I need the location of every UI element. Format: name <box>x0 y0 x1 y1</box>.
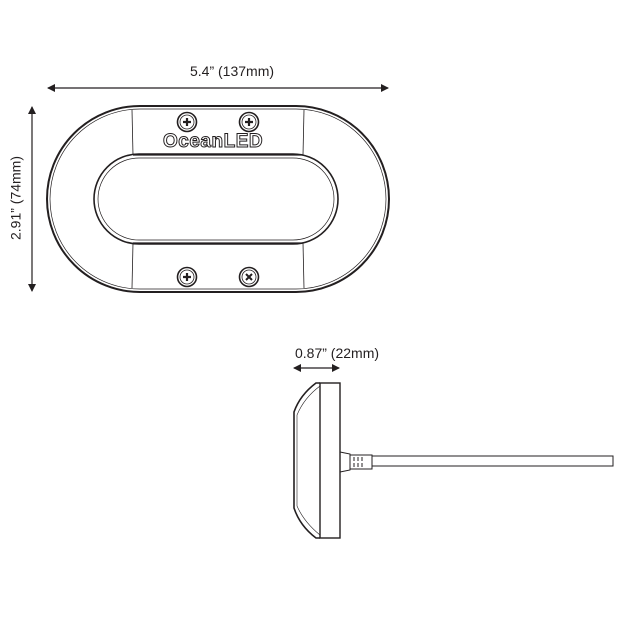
oceanled-logo: OceanLED <box>162 131 264 153</box>
screw-icon <box>176 111 198 133</box>
cable <box>371 455 614 467</box>
mounting-flange <box>319 382 341 539</box>
lens-dome <box>293 382 320 539</box>
width-dimension-label: 5.4” (137mm) <box>190 63 275 79</box>
outer-housing <box>46 105 390 293</box>
light-top-view <box>46 105 390 293</box>
screw-icon <box>176 266 198 288</box>
light-side-view <box>293 364 614 539</box>
screw-icon <box>238 111 260 133</box>
lens-window <box>93 153 339 245</box>
depth-dimension-label: 0.87” (22mm) <box>295 345 380 361</box>
cable-connector <box>339 451 373 473</box>
height-dimension-label: 2.91” (74mm) <box>7 155 24 241</box>
screw-icon <box>238 266 260 288</box>
